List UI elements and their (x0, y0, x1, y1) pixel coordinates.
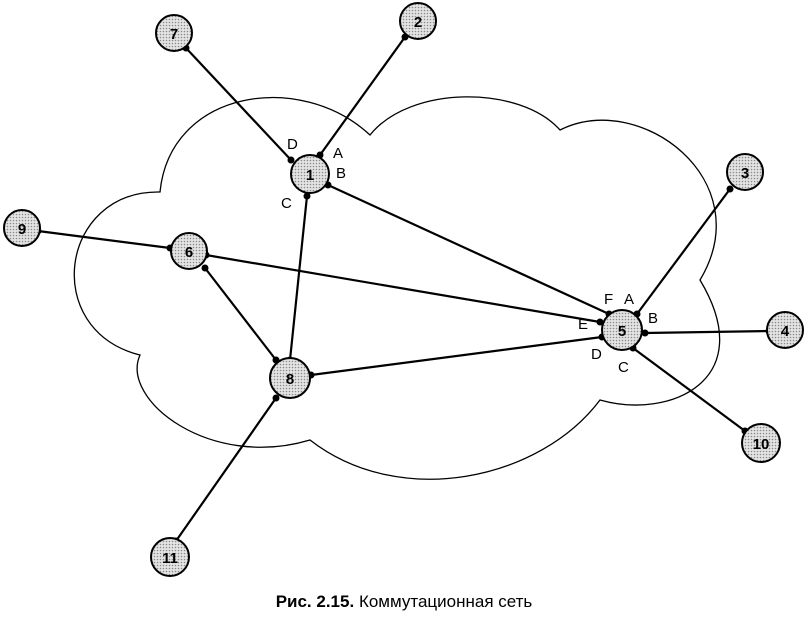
port-label-5-D: D (591, 346, 602, 363)
node-10-label: 10 (753, 436, 770, 453)
port-label-1-B: B (336, 165, 346, 182)
link-8-11 (175, 397, 277, 542)
link-1-8 (288, 195, 309, 361)
node-1-label: 1 (306, 167, 314, 184)
link-6-5 (205, 253, 601, 324)
link-8-5 (310, 335, 603, 377)
port-label-1-A: A (333, 145, 343, 162)
node-6-label: 6 (185, 244, 193, 261)
port-dot (303, 192, 311, 200)
link-3-5 (636, 188, 731, 315)
port-dot (272, 394, 280, 402)
link-5-10 (632, 347, 746, 432)
port-label-5-A: A (624, 291, 634, 308)
node-9-label: 9 (18, 221, 26, 238)
port-dot (287, 156, 295, 164)
link-6-8 (204, 267, 277, 361)
port-label-1-C: C (281, 195, 292, 212)
node-3: 3 (726, 153, 764, 191)
link-5-4 (644, 329, 770, 335)
link-7-1 (185, 47, 292, 161)
node-6: 6 (170, 232, 208, 270)
port-label-5-F: F (604, 291, 613, 308)
port-label-5-E: E (578, 316, 588, 333)
port-dot (596, 318, 604, 326)
node-5-label: 5 (618, 323, 626, 340)
port-label-5-B: B (648, 310, 658, 327)
link-2-1 (319, 36, 406, 156)
figure-title: Коммутационная сеть (358, 592, 533, 611)
node-4-label: 4 (781, 323, 790, 340)
node-2-label: 2 (414, 14, 422, 31)
node-5: 5 (601, 309, 643, 351)
node-11-label: 11 (162, 550, 178, 567)
node-11: 11 (150, 537, 190, 577)
node-1: 1 (290, 154, 330, 194)
network-cloud (73, 96, 721, 480)
node-4: 4 (766, 311, 804, 349)
node-2: 2 (399, 2, 437, 40)
node-7-label: 7 (170, 26, 178, 43)
port-label-1-D: D (287, 136, 298, 153)
port-dot (641, 329, 649, 337)
figure-caption: Рис. 2.15. Коммутационная сеть (0, 592, 808, 612)
node-8-label: 8 (286, 371, 294, 388)
node-3-label: 3 (741, 165, 749, 182)
link-1-5 (327, 184, 610, 315)
node-9: 9 (3, 209, 41, 247)
figure-number: Рис. 2.15. (275, 592, 355, 611)
node-8: 8 (269, 357, 311, 399)
links (37, 36, 770, 542)
node-10: 10 (741, 423, 781, 463)
node-7: 7 (155, 14, 193, 52)
port-dot (201, 264, 209, 272)
port-label-5-C: C (618, 359, 629, 376)
link-9-6 (37, 229, 171, 250)
port-dot (726, 185, 734, 193)
